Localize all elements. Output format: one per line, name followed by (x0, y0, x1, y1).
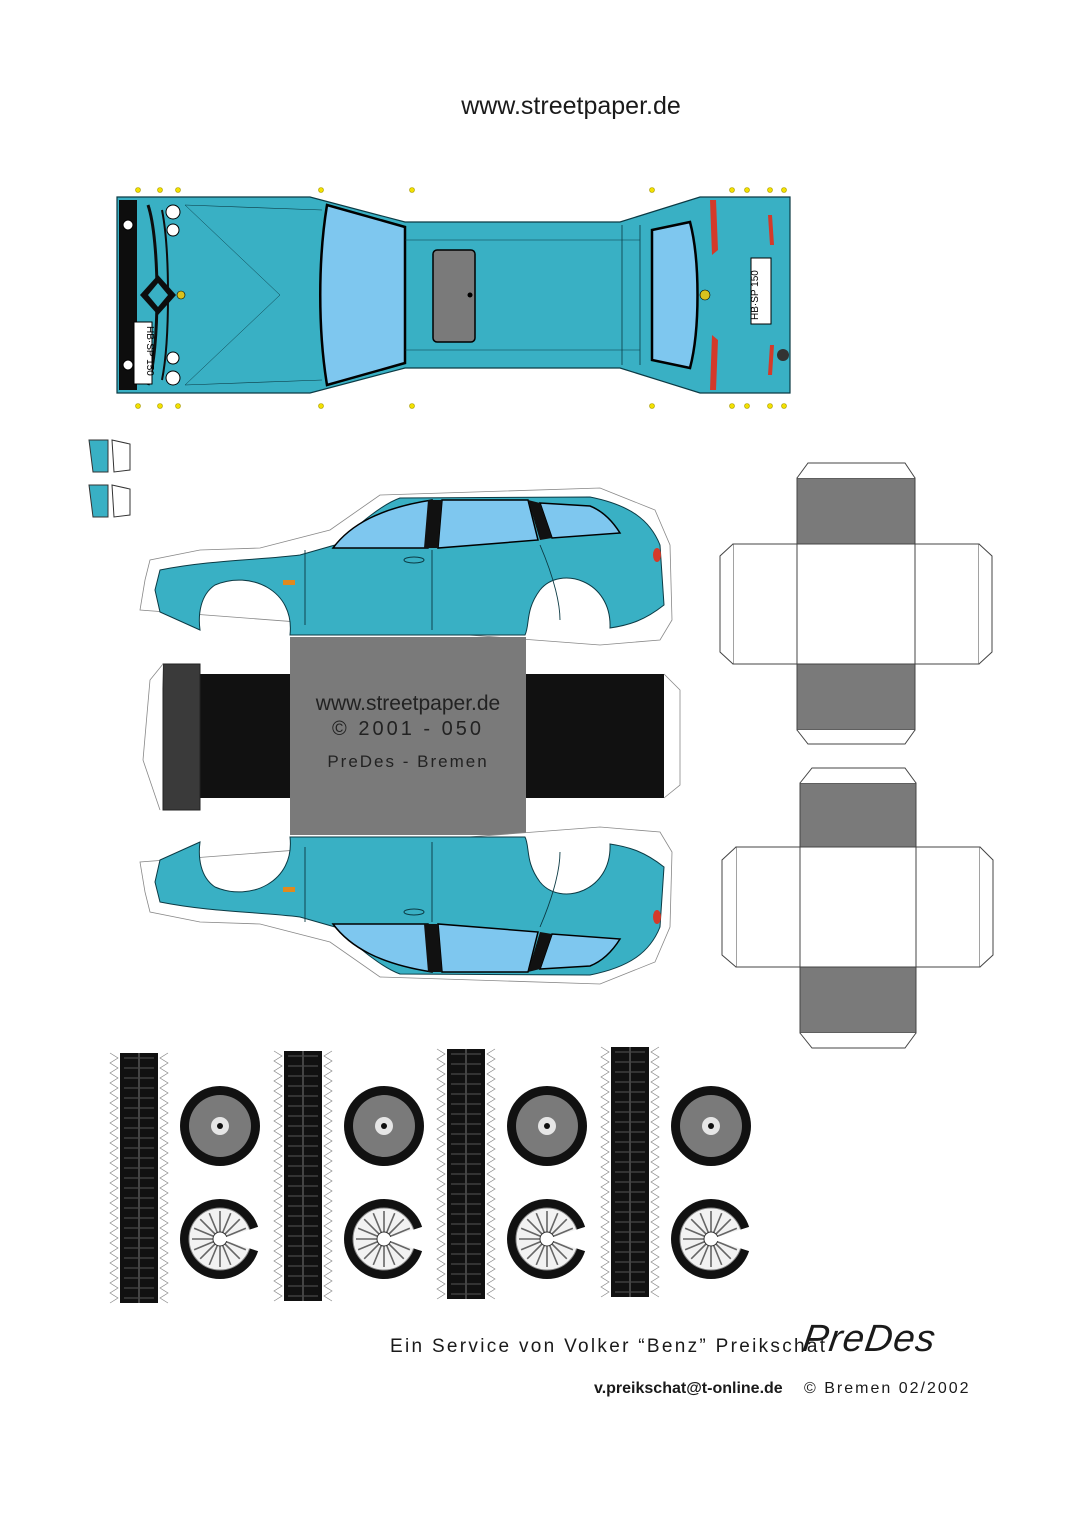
box-net-part (719, 462, 994, 1049)
brand-logo: PreDes (800, 1318, 939, 1360)
tire-strip-part (600, 1046, 660, 1298)
car-side-part (139, 487, 673, 646)
front-plate-text: HB·SP 150 (144, 326, 155, 376)
floor-panel (142, 637, 681, 835)
alloy-rim-icon (180, 1199, 264, 1279)
contact-email: v.preikschat@t-online.de (594, 1380, 783, 1397)
tire-strip-part (273, 1050, 333, 1302)
alloy-rim-icon (507, 1199, 591, 1279)
wheel-hub-icon (671, 1086, 751, 1166)
footer-copyright: © Bremen 02/2002 (804, 1380, 971, 1397)
mirror-part (88, 439, 131, 518)
wheel-set-group (109, 1046, 755, 1304)
tire-strip-part (436, 1048, 496, 1300)
center-panel-copyright: © 2001 - 050 (332, 718, 484, 740)
site-title: www.streetpaper.de (461, 92, 681, 120)
credit-line: Ein Service von Volker “Benz” Preikschat (390, 1336, 828, 1357)
center-panel-maker: PreDes - Bremen (327, 752, 489, 771)
rear-plate-text: HB·SP 150 (750, 270, 761, 320)
tire-strip-part (109, 1052, 169, 1304)
wheel-hub-icon (180, 1086, 260, 1166)
alloy-rim-icon (344, 1199, 428, 1279)
center-panel-url: www.streetpaper.de (315, 692, 501, 715)
car-roof-part: HB·SP 150 HB·SP 150 (116, 187, 791, 409)
car-side-part (139, 826, 673, 985)
alloy-rim-icon (671, 1199, 755, 1279)
wheel-hub-icon (507, 1086, 587, 1166)
wheel-hub-icon (344, 1086, 424, 1166)
